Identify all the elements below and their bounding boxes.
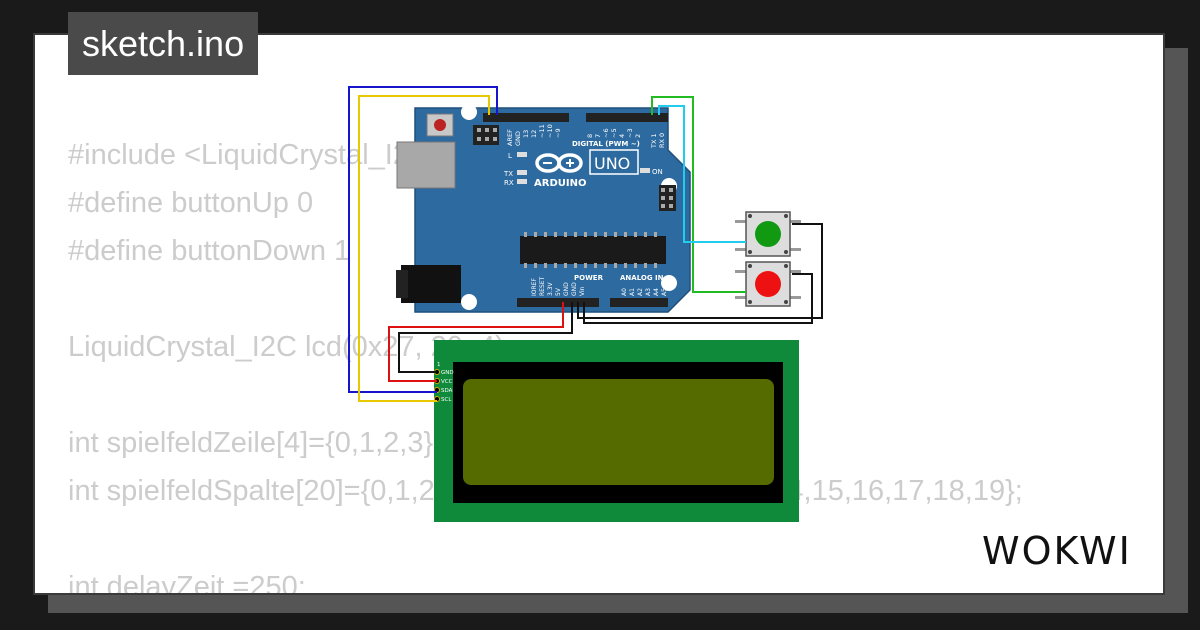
svg-text:SCL: SCL: [441, 397, 452, 403]
power-pin-labels: IOREF RESET 3.3V 5V GND GND Vin: [531, 276, 586, 296]
status-leds: L TX RX ON: [503, 152, 663, 187]
svg-text:A2: A2: [637, 288, 644, 296]
mount-hole-r2: [661, 275, 677, 291]
svg-text:~10: ~10: [546, 124, 554, 138]
digital-header: [483, 113, 668, 122]
power-header: [517, 298, 599, 307]
digital-label: DIGITAL (PWM ~): [572, 140, 640, 148]
atmega-chip: [520, 232, 666, 268]
svg-text:A1: A1: [629, 288, 636, 296]
svg-text:A4: A4: [653, 288, 660, 296]
svg-text:ON: ON: [652, 168, 663, 176]
wire-green-button: [651, 96, 746, 293]
lcd-2004-i2c[interactable]: 1 GND VCC SDA SCL: [434, 340, 799, 522]
svg-text:A0: A0: [621, 288, 628, 296]
arduino-infinity-logo: [535, 153, 583, 173]
analog-label: ANALOG IN: [620, 274, 664, 282]
wire-black-gnd-red: [583, 273, 813, 324]
power-jack: [401, 265, 461, 303]
mount-hole-tl: [461, 104, 477, 120]
svg-text:A5: A5: [661, 288, 668, 296]
arduino-brand: ARDUINO: [534, 178, 586, 189]
svg-text:GND: GND: [441, 370, 454, 376]
code-line-2: #define buttonUp 0: [68, 187, 314, 219]
svg-text:L: L: [508, 152, 512, 160]
wire-red-vcc: [388, 302, 564, 382]
power-label: POWER: [574, 274, 604, 282]
svg-text:RESET: RESET: [539, 276, 546, 296]
svg-text:1: 1: [437, 362, 441, 368]
wires: [348, 86, 823, 402]
analog-header: [610, 298, 668, 307]
lcd-screen: [463, 379, 774, 485]
svg-text:GND: GND: [563, 282, 570, 296]
svg-text:TX: TX: [503, 170, 513, 178]
svg-text:5V: 5V: [555, 287, 562, 296]
svg-text:2: 2: [634, 134, 642, 138]
wire-black-gnd-green: [577, 223, 823, 319]
code-line-7: int spielfeldZeile[4]={0,1,2,3};: [68, 427, 442, 459]
code-line-3: #define buttonDown 1: [68, 235, 351, 267]
code-line-10: int delayZeit =250;: [68, 571, 306, 595]
wokwi-logo-text: WOKWI: [982, 529, 1132, 573]
svg-text:A3: A3: [645, 288, 652, 296]
svg-text:~11: ~11: [538, 124, 546, 138]
uno-badge: [589, 149, 639, 175]
svg-text:AREF: AREF: [506, 129, 514, 146]
svg-text:GND: GND: [571, 282, 578, 296]
svg-text:~5: ~5: [610, 128, 618, 138]
wire-black-gnd-lcd: [398, 302, 573, 373]
svg-text:Vin: Vin: [579, 286, 586, 296]
arduino-uno-board[interactable]: AREF GND 13 12 ~11 ~10 ~9 8 7 ~6 ~5 4 ~3…: [396, 104, 691, 313]
svg-text:13: 13: [522, 130, 530, 138]
svg-text:SDA: SDA: [441, 388, 453, 394]
svg-text:~9: ~9: [554, 128, 562, 138]
mount-hole-bl: [461, 294, 477, 310]
green-pushbutton[interactable]: [735, 211, 801, 257]
svg-text:~3: ~3: [626, 128, 634, 138]
svg-text:7: 7: [594, 134, 602, 138]
sketch-tab[interactable]: sketch.ino: [68, 12, 259, 75]
svg-text:TX 1: TX 1: [650, 133, 658, 149]
svg-text:8: 8: [586, 134, 594, 138]
svg-text:GND: GND: [514, 131, 522, 146]
svg-text:IOREF: IOREF: [531, 278, 538, 296]
uno-label: UNO: [594, 154, 630, 173]
svg-text:RX 0: RX 0: [658, 133, 666, 148]
svg-text:12: 12: [530, 130, 538, 138]
wokwi-logo: WOKWI: [976, 524, 1150, 576]
svg-text:~6: ~6: [602, 128, 610, 138]
digital-pin-labels: AREF GND 13 12 ~11 ~10 ~9 8 7 ~6 ~5 4 ~3…: [506, 124, 666, 149]
wire-yellow-sda: [358, 95, 490, 402]
svg-text:RX: RX: [504, 179, 514, 187]
wire-blue-scl: [348, 86, 498, 393]
red-pushbutton[interactable]: [735, 261, 801, 307]
svg-text:3.3V: 3.3V: [547, 281, 554, 296]
wire-cyan-button: [658, 105, 746, 243]
analog-pin-labels: A0 A1 A2 A3 A4 A5: [621, 288, 668, 296]
svg-text:4: 4: [618, 134, 626, 138]
icsp2-header: [659, 185, 676, 211]
svg-text:VCC: VCC: [441, 379, 453, 385]
icsp-header: [473, 125, 499, 145]
usb-port: [396, 141, 456, 189]
